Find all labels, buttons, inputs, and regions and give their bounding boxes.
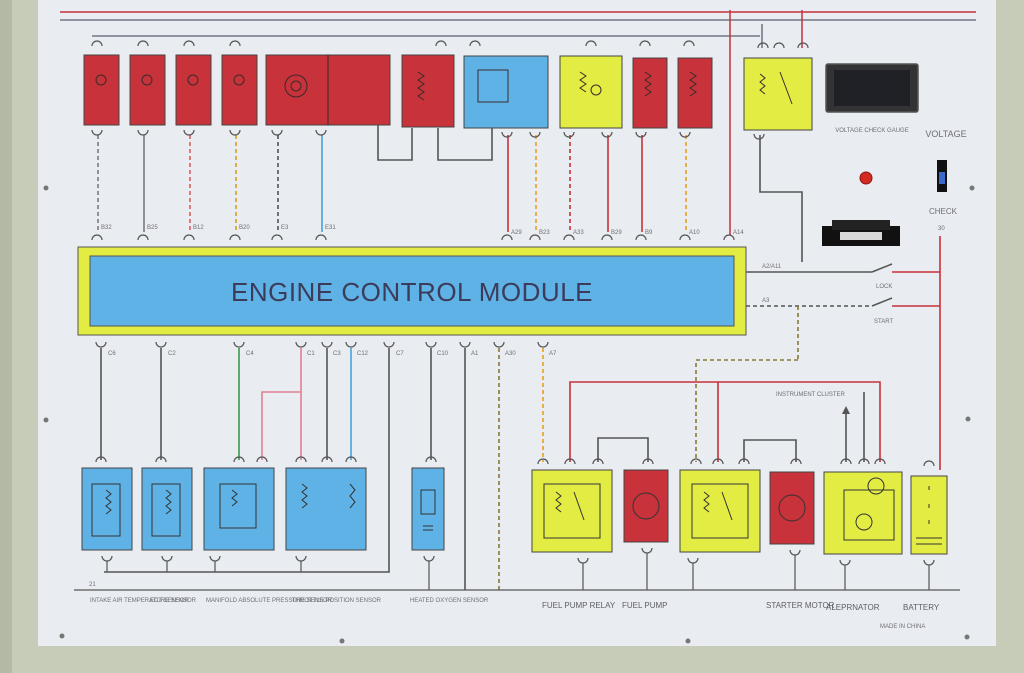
top-label: A29 <box>511 230 522 236</box>
frame-left-edge <box>0 0 12 673</box>
top-label: E3 <box>281 225 289 231</box>
gauge-caption: VOLTAGE CHECK GAUGE <box>835 128 908 134</box>
bottom-components <box>81 467 948 555</box>
label-throttle: THROTTLE POSITION SENSOR <box>292 598 382 604</box>
top-label: B9 <box>645 230 653 236</box>
bottom-label: C1 <box>307 351 315 357</box>
start-label: A3 <box>762 298 770 304</box>
top-connector-labels: B32 B25 B12 B20 E3 E31 A29 B23 A33 B29 B… <box>101 225 744 236</box>
label-fuel-pump-relay: FUEL PUMP RELAY <box>542 601 616 610</box>
bottom-label: C4 <box>246 351 254 357</box>
label-battery: BATTERY <box>903 603 940 612</box>
component-labels: 21 INTAKE AIR TEMPERATURE SENSOR ECT SEN… <box>89 392 940 630</box>
bottom-label: C6 <box>108 351 116 357</box>
top-label: B20 <box>239 225 250 231</box>
check-label: CHECK <box>929 207 958 216</box>
label-intake-temp: INTAKE AIR TEMPERATURE SENSOR <box>90 598 197 604</box>
top-label: A10 <box>689 230 700 236</box>
right-panel: VOLTAGE CHECK GAUGE VOLTAGE CHECK 30 <box>822 63 967 246</box>
gauge-display <box>834 70 910 106</box>
lock-label: LOCK <box>876 284 892 290</box>
label-fuel-pump: FUEL PUMP <box>622 601 668 610</box>
bottom-label: A7 <box>549 351 557 357</box>
bottom-label: C12 <box>357 351 369 357</box>
ground-num: 21 <box>89 582 96 588</box>
bottom-label: A30 <box>505 351 516 357</box>
top-label: A14 <box>733 230 744 236</box>
ground-drops <box>106 553 930 590</box>
top-label: B25 <box>147 225 158 231</box>
label-starter: STARTER MOTOR <box>766 601 835 610</box>
bottom-label: C10 <box>437 351 449 357</box>
label-oxygen: HEATED OXYGEN SENSOR <box>410 598 489 604</box>
top-label: E31 <box>325 225 336 231</box>
label-map: MANIFOLD ABSOLUTE PRESSURE SENSOR <box>206 598 333 604</box>
top-label: A33 <box>573 230 584 236</box>
top-wires <box>97 125 803 262</box>
bottom-label: C7 <box>396 351 404 357</box>
top-label: B23 <box>539 230 550 236</box>
top-label: B12 <box>193 225 204 231</box>
bottom-pins <box>95 341 549 348</box>
top-components <box>83 54 813 131</box>
label-alternator: ALEPRNATOR <box>826 603 880 612</box>
top-pins <box>91 40 809 241</box>
bottom-label: C2 <box>168 351 176 357</box>
ecm-title: ENGINE CONTROL MODULE <box>231 277 593 307</box>
label-instrument-cluster: INSTRUMENT CLUSTER <box>776 392 846 398</box>
ign-label: A2/A11 <box>762 264 782 270</box>
top-label: B29 <box>611 230 622 236</box>
bottom-wires <box>74 348 960 591</box>
top-label: B32 <box>101 225 112 231</box>
component-pins <box>95 456 935 566</box>
bottom-label: C3 <box>333 351 341 357</box>
top-bus-lines <box>60 10 976 235</box>
engine-control-module: ENGINE CONTROL MODULE <box>77 246 747 336</box>
label-ect: ECT SENSOR <box>150 598 190 604</box>
label-made-in: MADE IN CHINA <box>880 624 925 630</box>
ignition-wiring: A2/A11 A3 LOCK START <box>695 236 941 470</box>
start-switch-label: START <box>874 319 893 325</box>
check-num: 30 <box>938 226 945 232</box>
indicator-lamp <box>859 171 873 185</box>
bottom-label: A1 <box>471 351 479 357</box>
bottom-connector-labels: C6 C2 C4 C1 C3 C12 C7 C10 A1 A30 A7 <box>108 351 557 357</box>
panel-screws <box>43 185 975 644</box>
voltage-label: VOLTAGE <box>925 129 966 139</box>
